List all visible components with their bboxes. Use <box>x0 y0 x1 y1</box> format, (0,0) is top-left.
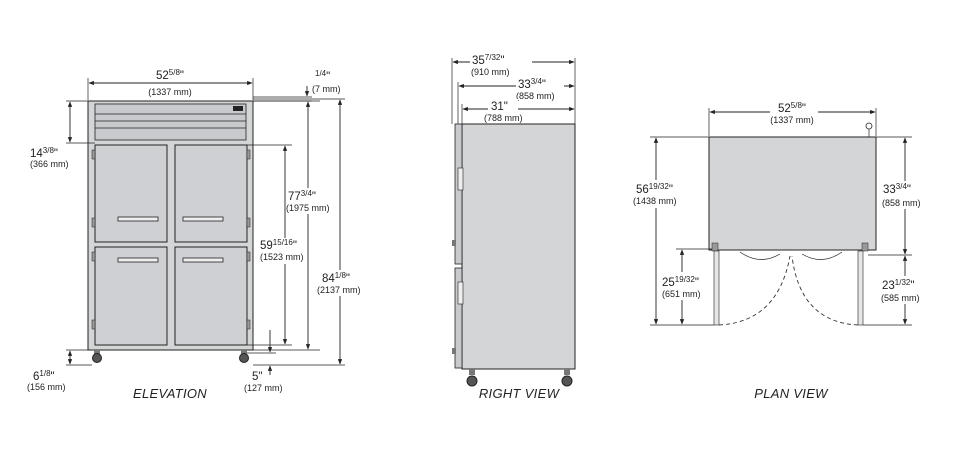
side-overall-depth-mm: (910 mm) <box>471 67 510 77</box>
door-lower-right <box>174 246 248 346</box>
handle <box>182 216 224 222</box>
elev-bottom-left-mm: (156 mm) <box>27 382 66 392</box>
door-upper-left <box>94 144 168 243</box>
elev-overall-height-label: 841/8" <box>322 271 350 285</box>
logo-badge <box>233 106 243 111</box>
caster <box>561 375 573 387</box>
plan-knob <box>865 122 873 130</box>
plan-width-mm: (1337 mm) <box>770 115 814 125</box>
caster <box>92 353 102 363</box>
elevation-view: 525/8" (1337 mm) 143/8" (366 mm) 61/8" (… <box>27 68 366 401</box>
elev-body-height-mm: (1975 mm) <box>286 203 330 213</box>
plan-total-depth-label: 5619/32" <box>636 182 673 196</box>
elev-width-label: 525/8" <box>156 68 184 82</box>
plan-view: 525/8" (1337 mm) 5619/32" (1438 mm) 2519… <box>632 101 930 401</box>
plan-cabinet <box>708 136 877 251</box>
plan-door-right <box>857 250 864 326</box>
handle <box>117 216 159 222</box>
right-view-title: RIGHT VIEW <box>479 386 561 401</box>
caster <box>239 353 249 363</box>
side-overall-depth-label: 357/32" <box>472 53 504 67</box>
elevation-title: ELEVATION <box>133 386 207 401</box>
plan-total-depth-mm: (1438 mm) <box>633 196 677 206</box>
elev-top-gap-mm: (7 mm) <box>312 84 341 94</box>
elev-top-gap-label: 1/4" <box>315 69 330 83</box>
elev-body-height-label: 773/4" <box>288 189 316 203</box>
plan-body-depth-label: 333/4" <box>883 182 911 196</box>
door-swing-left <box>718 255 791 326</box>
side-body-depth-label: 333/4" <box>518 77 546 91</box>
elev-door-height-mm: (1523 mm) <box>260 252 304 262</box>
elev-top-panel-mm: (366 mm) <box>30 159 69 169</box>
plan-body-depth-mm: (858 mm) <box>882 198 921 208</box>
door-swing-right <box>791 255 859 326</box>
plan-swing-left-label: 2519/32" <box>662 275 699 289</box>
side-cabinet-depth-label: 31" <box>491 101 508 113</box>
handle <box>182 257 224 263</box>
elev-door-height-label: 5915/16" <box>260 238 297 252</box>
handle <box>117 257 159 263</box>
elev-bottom-right-mm: (127 mm) <box>244 383 283 393</box>
elev-overall-height-mm: (2137 mm) <box>317 285 361 295</box>
plan-swing-right-label: 231/32" <box>882 278 914 292</box>
elev-bottom-right-label: 5" <box>252 371 263 383</box>
door-upper-right <box>174 144 248 243</box>
door-lower-left <box>94 246 168 346</box>
elev-width-mm: (1337 mm) <box>148 87 192 97</box>
caster <box>466 375 478 387</box>
plan-view-title: PLAN VIEW <box>754 386 829 401</box>
plan-swing-left-mm: (651 mm) <box>662 289 701 299</box>
elevation-top-panel <box>94 103 247 141</box>
side-lower-door <box>454 267 463 369</box>
side-cabinet-depth-mm: (788 mm) <box>484 113 523 123</box>
right-view: 357/32" (910 mm) 333/4" (858 mm) 31" (78… <box>451 52 576 401</box>
plan-width-label: 525/8" <box>778 101 806 115</box>
elev-bottom-left-label: 61/8" <box>33 369 55 383</box>
plan-door-left <box>713 250 720 326</box>
side-cabinet <box>461 123 576 370</box>
elev-top-panel-label: 143/8" <box>30 146 58 160</box>
side-body-depth-mm: (858 mm) <box>516 91 555 101</box>
side-upper-door <box>454 123 463 265</box>
plan-swing-right-mm: (585 mm) <box>881 293 920 303</box>
